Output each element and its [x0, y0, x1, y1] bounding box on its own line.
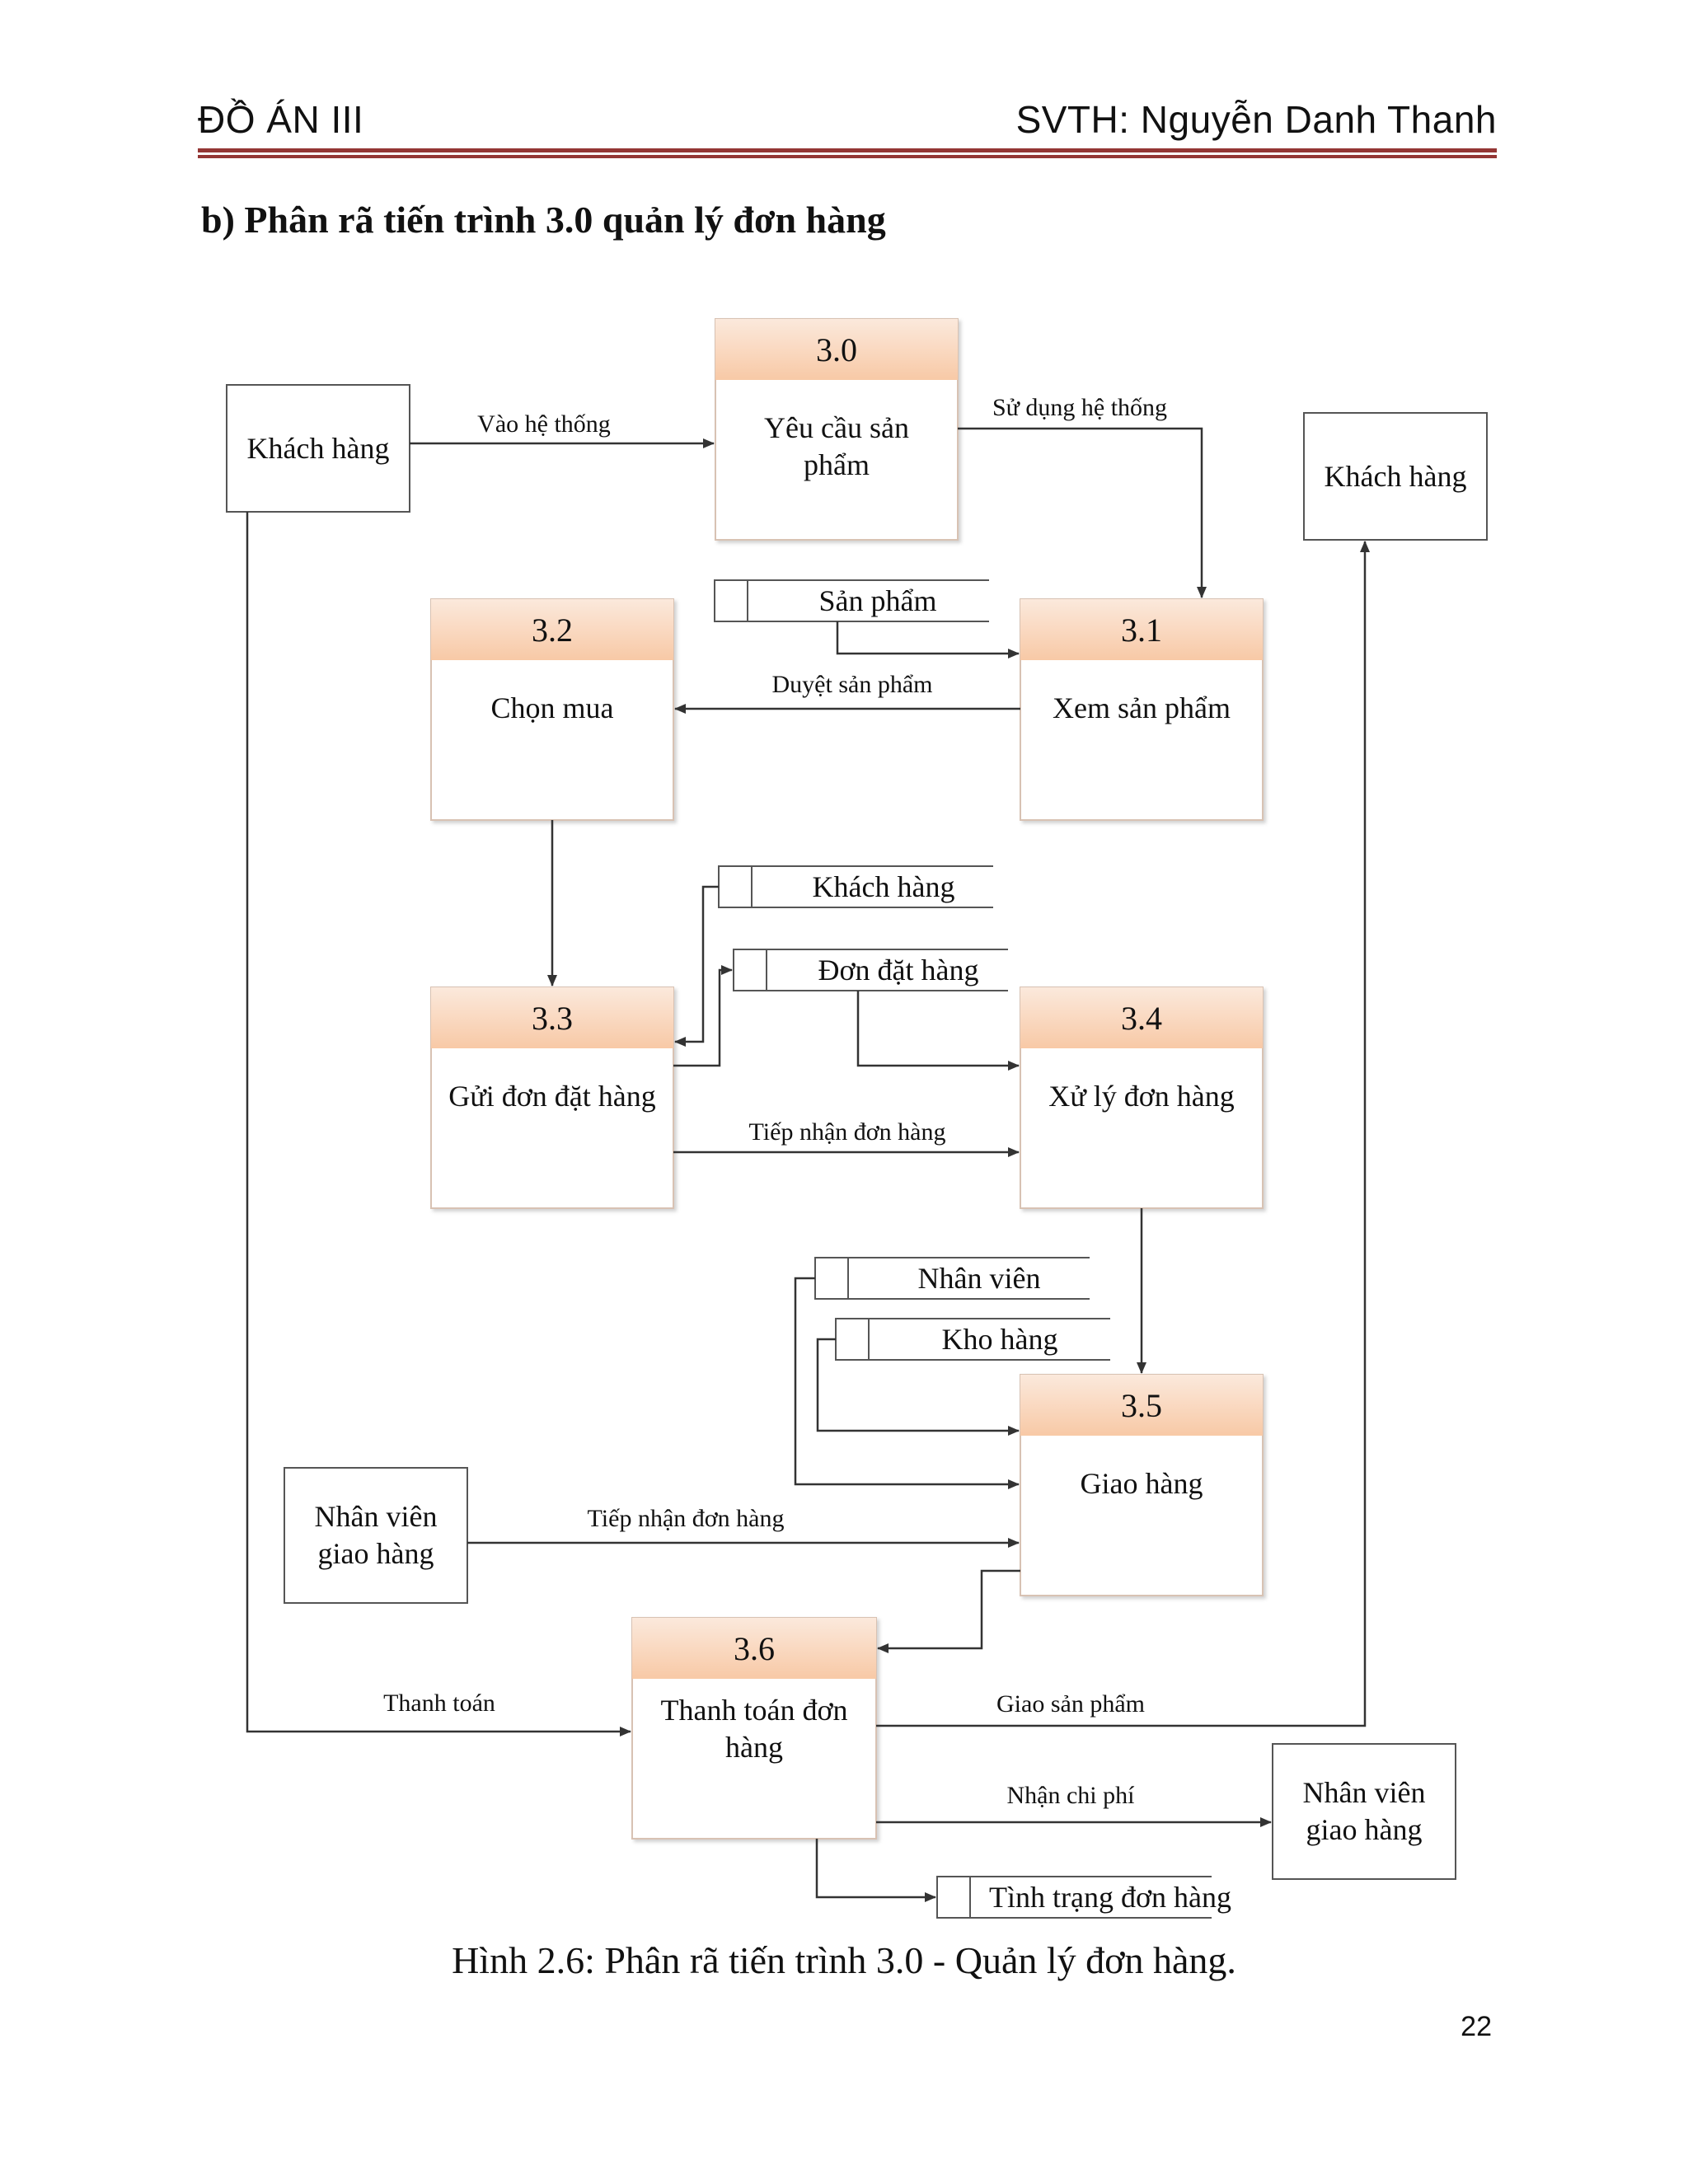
entity-shipper-source: Nhân viên giao hàng	[284, 1467, 468, 1604]
process-3-0-id: 3.0	[816, 331, 857, 368]
store-warehouse-label: Kho hàng	[942, 1323, 1058, 1356]
process-3-5-label: Giao hàng	[1081, 1467, 1203, 1500]
process-3-0-label-line2: phẩm	[804, 448, 870, 481]
process-3-0: 3.0 Yêu cầu sản phẩm	[715, 318, 959, 541]
flow-products-to-3-1-arrow	[836, 621, 1020, 658]
process-3-3: 3.3 Gửi đơn đặt hàng	[430, 987, 674, 1209]
flow-use-system-label: Sử dụng hệ thống	[992, 394, 1167, 421]
process-3-6: 3.6 Thanh toán đơn hàng	[631, 1617, 877, 1840]
flow-customers-to-3-3-arrow	[674, 885, 719, 1047]
process-3-6-id: 3.6	[734, 1630, 775, 1667]
process-3-3-label: Gửi đơn đặt hàng	[448, 1080, 656, 1113]
header-rule	[198, 148, 1497, 152]
entity-shipper-source-label-line2: giao hàng	[318, 1537, 434, 1570]
store-order-status	[936, 1876, 1212, 1919]
page-number: 22	[1461, 2011, 1492, 2042]
store-products	[714, 579, 989, 622]
entity-customer-source: Khách hàng	[226, 384, 410, 513]
flow-staff-to-3-5-arrow	[794, 1277, 1020, 1489]
flow-deliver-arrow	[876, 541, 1370, 1727]
entity-customer-sink-label: Khách hàng	[1325, 460, 1467, 493]
process-3-4-id: 3.4	[1121, 1000, 1162, 1037]
entity-shipper-source-label-line1: Nhân viên	[315, 1500, 438, 1533]
flow-3-5-to-3-6-arrow	[877, 1569, 1020, 1653]
store-staff-label: Nhân viên	[918, 1262, 1041, 1295]
entity-shipper-sink-label-line2: giao hàng	[1306, 1813, 1423, 1846]
process-3-4-label: Xử lý đơn hàng	[1048, 1080, 1235, 1113]
flow-cost-label: Nhận chi phí	[1007, 1782, 1136, 1809]
section-title: b) Phân rã tiến trình 3.0 quản lý đơn hà…	[201, 199, 886, 241]
header-right: SVTH: Nguyễn Danh Thanh	[1015, 98, 1497, 141]
flow-payment-label: Thanh toán	[383, 1690, 495, 1717]
process-3-1-id: 3.1	[1121, 612, 1162, 649]
process-3-3-id: 3.3	[532, 1000, 573, 1037]
process-3-1: 3.1 Xem sản phẩm	[1020, 598, 1264, 821]
process-3-6-label-line1: Thanh toán đơn	[661, 1694, 848, 1727]
header-left: ĐỒ ÁN III	[198, 98, 364, 141]
entity-customer-sink: Khách hàng	[1303, 412, 1488, 541]
process-3-0-label-line1: Yêu cầu sản	[764, 411, 909, 444]
flow-warehouse-to-3-5-arrow	[816, 1338, 1020, 1436]
flow-use-system-arrow	[958, 427, 1207, 598]
store-orders	[733, 949, 1008, 991]
flow-orders-to-3-4-arrow	[856, 991, 1020, 1071]
store-products-label: Sản phẩm	[819, 584, 937, 617]
process-3-5: 3.5 Giao hàng	[1020, 1374, 1264, 1596]
process-3-6-label-line2: hàng	[725, 1731, 783, 1764]
flow-3-3-to-orders-arrow	[673, 965, 733, 1067]
process-3-5-id: 3.5	[1121, 1387, 1162, 1424]
flow-browse-label: Duyệt sản phẩm	[772, 671, 933, 698]
flow-receive-order-label: Tiếp nhận đơn hàng	[749, 1118, 946, 1146]
flow-login-label: Vào hệ thống	[477, 410, 611, 438]
process-3-2-id: 3.2	[532, 612, 573, 649]
entity-customer-source-label: Khách hàng	[247, 432, 390, 465]
store-orders-label: Đơn đặt hàng	[818, 954, 979, 987]
process-3-4: 3.4 Xử lý đơn hàng	[1020, 987, 1264, 1209]
store-order-status-label: Tình trạng đơn hàng	[989, 1881, 1231, 1914]
flow-payment-arrow	[246, 512, 631, 1736]
process-3-2: 3.2 Chọn mua	[430, 598, 674, 821]
process-3-2-label: Chọn mua	[491, 691, 614, 724]
store-customers-label: Khách hàng	[813, 870, 955, 903]
flow-deliver-label: Giao sản phẩm	[996, 1690, 1145, 1718]
flow-3-6-to-status-arrow	[815, 1839, 936, 1902]
entity-shipper-sink: Nhân viên giao hàng	[1272, 1743, 1456, 1880]
figure-caption: Hình 2.6: Phân rã tiến trình 3.0 - Quản …	[452, 1939, 1236, 1981]
flow-shipper-receive-label: Tiếp nhận đơn hàng	[588, 1505, 785, 1532]
process-3-1-label: Xem sản phẩm	[1053, 691, 1231, 724]
header-rule-thin	[198, 155, 1497, 158]
entity-shipper-sink-label-line1: Nhân viên	[1303, 1776, 1426, 1809]
